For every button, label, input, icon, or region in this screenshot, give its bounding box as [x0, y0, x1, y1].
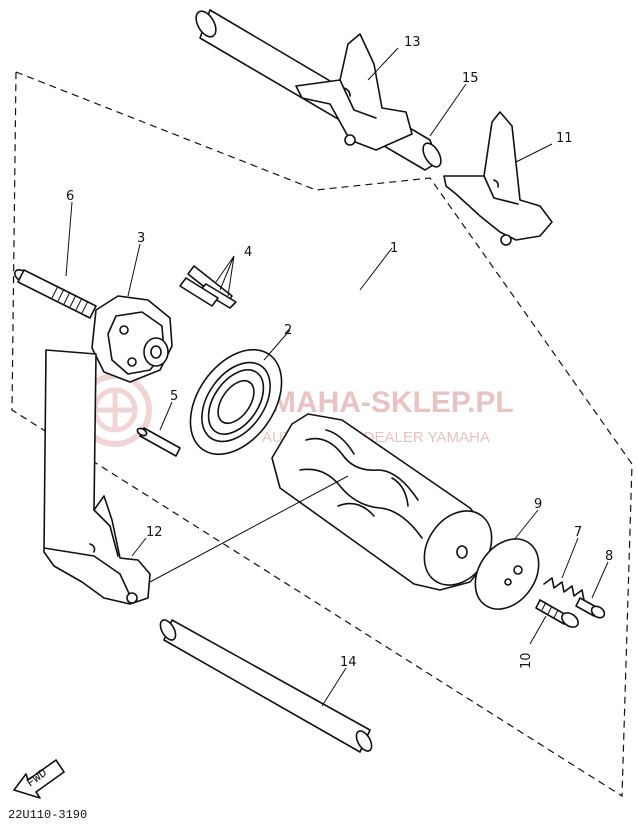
assembly-boundary	[11, 71, 633, 798]
leader-lines	[65, 47, 609, 707]
part-9-plate	[474, 538, 540, 610]
part-7-spring	[543, 577, 585, 601]
callout-7: 7	[574, 525, 582, 540]
part-11-shift-fork	[443, 111, 553, 246]
callout-13: 13	[404, 35, 421, 50]
part-6-bolt	[14, 269, 97, 319]
part-4-pins	[179, 265, 237, 309]
callout-5: 5	[170, 389, 178, 404]
callout-15: 15	[462, 71, 479, 86]
callout-12: 12	[146, 525, 163, 540]
diagram-code: 22U110-3190	[8, 808, 87, 822]
part-5-pin	[136, 427, 181, 457]
callout-14: 14	[340, 655, 357, 670]
part-3-segment	[91, 295, 173, 383]
callout-1: 1	[390, 241, 398, 256]
callout-4: 4	[244, 245, 252, 260]
callout-8: 8	[605, 549, 613, 564]
part-14-fork-shaft	[159, 619, 373, 753]
callouts: 1 2 3 4 5 6 7 8 9 10 11 12 13 14 15	[66, 35, 613, 670]
part-10-screw	[535, 599, 579, 628]
callout-10: 10	[519, 652, 534, 669]
part-12-shift-fork	[43, 349, 151, 605]
part-8-detent-pin	[575, 597, 606, 619]
callout-6: 6	[66, 189, 74, 204]
part-2-bearing	[189, 348, 283, 456]
callout-9: 9	[534, 497, 542, 512]
callout-3: 3	[137, 231, 145, 246]
callout-2: 2	[284, 323, 292, 338]
part-13-shift-fork	[295, 33, 413, 151]
callout-11: 11	[556, 131, 573, 146]
fwd-arrow-icon: FWD	[13, 759, 65, 799]
